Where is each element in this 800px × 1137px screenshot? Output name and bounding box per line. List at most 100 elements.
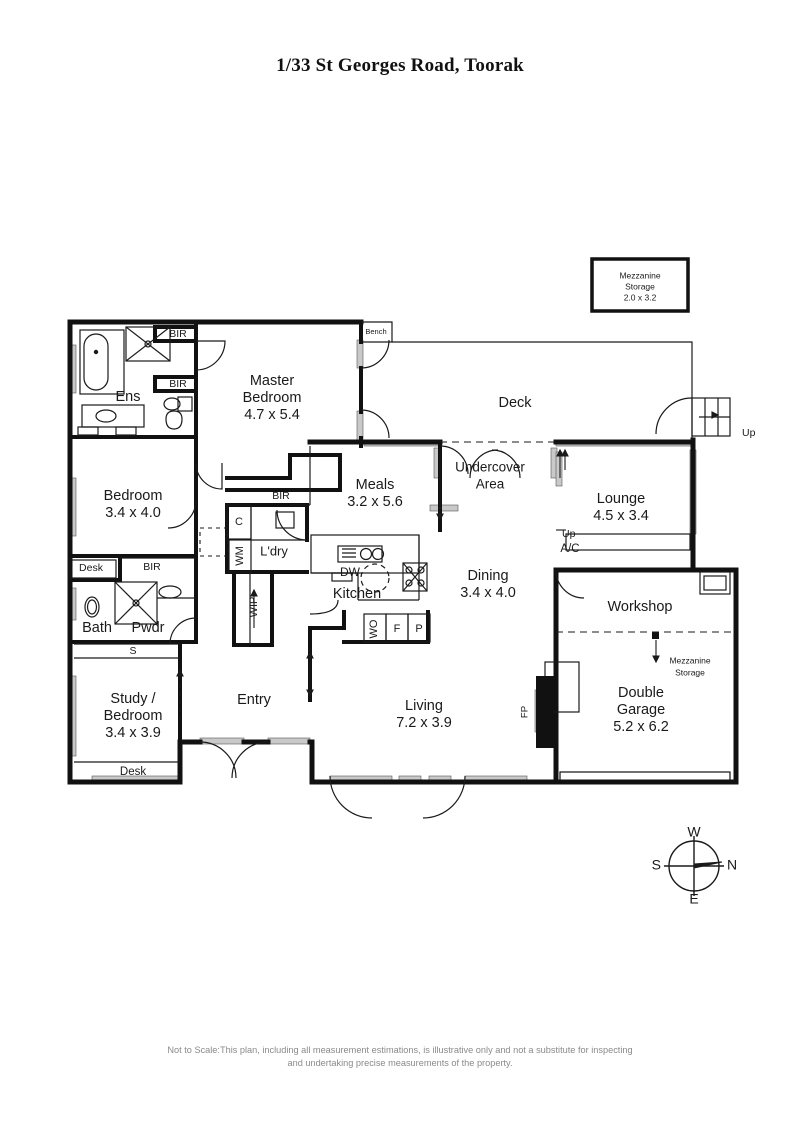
burner <box>405 566 413 574</box>
room-dims-dining: 3.4 x 4.0 <box>460 585 516 601</box>
toilet-bath <box>84 596 100 618</box>
label-dw: DW <box>340 565 361 579</box>
door-swing-living-b <box>422 775 466 819</box>
door-swing-bedroom <box>195 462 223 490</box>
room-dims-lounge: 4.5 x 3.4 <box>593 508 649 524</box>
compass-label-west: W <box>687 824 701 840</box>
shower-cross <box>125 326 171 362</box>
arrow-study-head <box>176 668 184 677</box>
room-label-garage-2: Garage <box>617 702 665 718</box>
compass-label-south: S <box>652 857 661 873</box>
label-mezzanine-2: Storage <box>675 667 705 677</box>
sink-bowl-a <box>359 547 373 561</box>
toilet-bath-inner <box>86 599 98 615</box>
workshop-window-box <box>699 571 731 595</box>
toilet-ens <box>165 410 183 430</box>
room-dims-living: 7.2 x 3.9 <box>396 715 452 731</box>
burner <box>405 579 413 587</box>
basin-small <box>163 397 181 411</box>
label-wip: WIP <box>248 597 260 618</box>
room-label-garage-1: Double <box>618 685 664 701</box>
footer-line-1: Not to Scale:This plan, including all me… <box>167 1045 576 1055</box>
door-swing-master-a <box>360 339 390 369</box>
bathtub-drain <box>93 349 99 355</box>
burner <box>417 566 425 574</box>
room-label-pwdr: Pwdr <box>131 620 164 636</box>
room-label-bedroom: Bedroom <box>104 488 163 504</box>
label-bir-3: BIR <box>272 490 290 502</box>
room-label-workshop: Workshop <box>607 599 672 615</box>
bathtub-outline <box>79 329 125 395</box>
compass-label-north: N <box>727 857 737 873</box>
compass-needle <box>693 861 723 869</box>
label-bir-1: BIR <box>169 328 187 340</box>
shower-ens <box>125 326 171 362</box>
arrow-living-head-up <box>306 650 314 659</box>
label-cupboard-c: C <box>235 516 243 528</box>
door-swing-living-a <box>329 775 373 819</box>
label-up-right: Up <box>742 427 756 439</box>
vanity-ens <box>81 404 145 428</box>
label-bench: Bench <box>365 327 386 336</box>
shower-drain <box>144 340 152 348</box>
mezzanine-box-line3: 2.0 x 3.2 <box>624 292 657 302</box>
label-wm: WM <box>234 546 246 566</box>
window <box>267 737 311 745</box>
door-swing-ac <box>555 569 585 599</box>
small-labels: BIR BIR BIR BIR Desk Desk S C WM WIP DW … <box>79 327 756 778</box>
room-dims-study: 3.4 x 3.9 <box>105 725 161 741</box>
vanity-leg-b <box>115 426 137 436</box>
window <box>356 339 364 369</box>
mezzanine-box-line1: Mezzanine <box>619 270 660 280</box>
label-up-lounge: Up <box>562 528 576 540</box>
pendant-circle <box>360 563 390 593</box>
mezzanine-box-line2: Storage <box>625 281 655 291</box>
room-label-dining: Dining <box>467 568 508 584</box>
compass-rose: W N S E <box>652 824 737 907</box>
laundry-sink <box>275 511 295 529</box>
exterior-walls <box>67 319 739 785</box>
laundry-joinery <box>250 505 307 541</box>
label-fridge: F <box>394 623 401 635</box>
door-swing-ens <box>195 340 226 371</box>
fireplace-living <box>536 676 554 748</box>
arrow-meals-head <box>436 513 444 522</box>
door-swing-entry-b <box>231 741 269 779</box>
label-desk-1: Desk <box>79 562 104 574</box>
bench-box <box>361 321 393 343</box>
door-swing-undercover-b <box>491 449 521 479</box>
label-bir-2: BIR <box>169 378 187 390</box>
room-label-bath: Bath <box>82 620 112 636</box>
shower-bath-drain <box>132 599 140 607</box>
fixtures-group <box>69 321 731 763</box>
label-wo: WO <box>368 619 380 638</box>
room-dims-meals: 3.2 x 5.6 <box>347 494 403 510</box>
door-swing-stairs <box>655 397 693 435</box>
sink-drainer <box>342 548 356 558</box>
door-swing-bed-2 <box>167 499 197 529</box>
room-label-study-2: Bedroom <box>104 708 163 724</box>
mezzanine-marker <box>652 632 659 639</box>
label-ac: A/C <box>560 543 579 555</box>
arrow-stairs-head <box>711 411 720 419</box>
compass-label-east: E <box>689 891 698 907</box>
footer-disclaimer: Not to Scale:This plan, including all me… <box>160 1044 640 1070</box>
room-label-meals: Meals <box>356 477 395 493</box>
arrow-wip-head <box>250 588 258 597</box>
footer-line-2: for inspecting and undertaking precise m… <box>287 1045 633 1068</box>
shower-bath <box>114 581 158 625</box>
door-swing-pwdr <box>169 617 197 645</box>
page-title: 1/33 St Georges Road, Toorak <box>276 55 524 76</box>
arrows <box>176 411 720 698</box>
room-label-living: Living <box>405 698 443 714</box>
basin-ens <box>95 409 117 423</box>
door-swing-master-b <box>360 409 390 439</box>
room-dims-master: 4.7 x 5.4 <box>244 407 300 423</box>
room-label-ens: Ens <box>116 389 141 405</box>
vanity-leg-a <box>77 426 99 436</box>
door-swing-ldry <box>276 509 308 541</box>
burner <box>417 579 425 587</box>
room-label-entry: Entry <box>237 692 272 708</box>
